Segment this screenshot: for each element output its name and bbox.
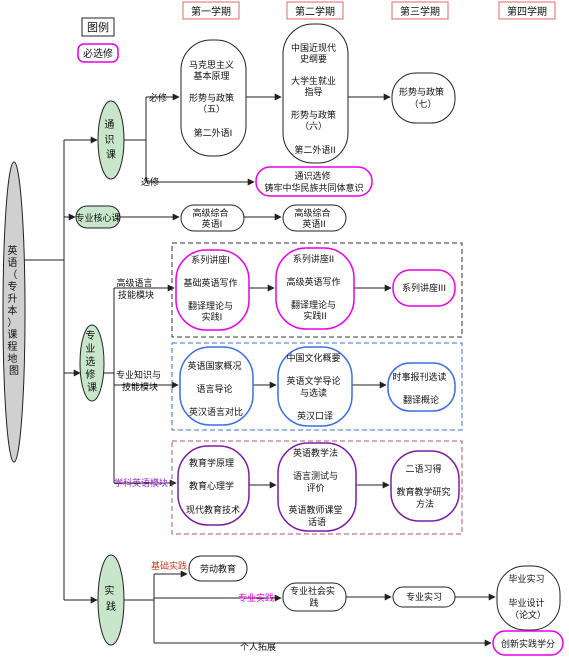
general-elective-node: 通识选修 铸牢中华民族共同体意识 (255, 166, 373, 197)
advanced-sem1-courses: 系列讲座I 基础英语写作 翻译理论与 实践I (184, 254, 241, 323)
legend-title: 图例 (87, 20, 109, 34)
core-sem2-node: 高级综合 英语II (282, 204, 347, 232)
connectors (24, 93, 496, 647)
general-elective-courses: 通识选修 铸牢中华民族共同体意识 (264, 170, 363, 194)
core-sem2-course: 高级综合 英语II (295, 207, 334, 230)
semester-4-label: 第四学期 (507, 5, 547, 18)
category-major-elective: 专 业 选 修 课 (79, 324, 105, 402)
pedagogy-sem2-courses: 英语教学法 语言测试与 评价 英语教师课堂 话语 (289, 447, 346, 528)
advanced-sem3-course: 系列讲座III (402, 282, 446, 294)
category-major-elective-label: 专 业 选 修 课 (85, 329, 98, 394)
category-major-core-label: 专业核心课 (75, 212, 120, 224)
advanced-sem1-node: 系列讲座I 基础英语写作 翻译理论与 实践I (175, 249, 250, 331)
branch-labels: 必修 选修 高级语言 技能模块 专业知识与 技能模块 学科英语模块 基础实践 专… (114, 92, 276, 653)
pedagogy-sem2-node: 英语教学法 语言测试与 评价 英语教师课堂 话语 (277, 442, 357, 532)
legend-required-elective: 必选修 (83, 47, 113, 60)
general-sem1-node: 马克思主义 基本原理 形势与政策 （五） 第二外语I (180, 39, 247, 157)
social-practice-node: 专业社会实 践 (282, 582, 347, 612)
graduation-node: 毕业实习 毕业设计 （论文） (496, 565, 561, 631)
category-practice: 实 践 (97, 554, 125, 646)
pedagogy-sem1-node: 教育学原理 教育心理学 现代教育技术 (177, 445, 250, 526)
branch-required: 必修 (149, 92, 167, 104)
knowledge-sem3-node: 时事报刊选读 翻译概论 (387, 362, 456, 412)
advanced-module-box (171, 242, 463, 338)
knowledge-sem2-node: 中国文化概要 英语文学导论 与选读 英汉口译 (277, 346, 353, 427)
branch-major-practice: 专业实践 (238, 592, 274, 604)
general-sem3-courses: 形势与政策 （七） (399, 86, 447, 110)
knowledge-sem1-node: 英语国家概况 语言导论 英汉语言对比 (179, 346, 254, 426)
legend-required-elective-box (77, 43, 119, 63)
semester-header-box (498, 1, 556, 20)
advanced-sem2-node: 系列讲座II 高级英语写作 翻译理论与 实践II (275, 247, 355, 330)
semester-3-label: 第三学期 (400, 5, 440, 18)
knowledge-sem1-courses: 英语国家概况 语言导论 英汉语言对比 (188, 360, 245, 418)
pedagogy-sem3-courses: 二语习得 教育教学研究 方法 (397, 463, 454, 510)
labor-education-node: 劳动教育 (188, 555, 248, 582)
root-node: 英 语 （ 专 升 本 ） 课 程 地 图 (2, 161, 26, 463)
semester-header-box (182, 1, 240, 20)
root-title: 英 语 （ 专 升 本 ） 课 程 地 图 (7, 244, 20, 377)
innovation-credit-node: 创新实践学分 (492, 630, 564, 656)
graduation-courses: 毕业实习 毕业设计 （论文） (509, 573, 548, 621)
branch-pedagogy-module: 学科英语模块 (114, 477, 168, 489)
advanced-sem2-courses: 系列讲座II 高级英语写作 翻译理论与 实践II (287, 253, 344, 322)
branch-basic-practice: 基础实践 (151, 560, 187, 572)
semester-1-label: 第一学期 (191, 5, 231, 18)
knowledge-sem2-courses: 中国文化概要 英语文学导论 与选读 英汉口译 (287, 352, 344, 422)
general-sem1-courses: 马克思主义 基本原理 形势与政策 （五） 第二外语I (189, 59, 237, 139)
branch-advanced-module: 高级语言 技能模块 (117, 277, 156, 301)
general-sem2-courses: 中国近现代 史纲要 大学生就业 指导 形势与政策 （六） 第二外语II (291, 42, 339, 156)
core-sem1-node: 高级综合 英语I (180, 204, 245, 232)
semester-header-box (286, 1, 344, 20)
category-general: 通 识 课 (97, 100, 125, 180)
semester-header-box (391, 1, 449, 20)
branch-knowledge-module: 专业知识与 技能模块 (116, 369, 164, 393)
category-practice-label: 实 践 (104, 584, 117, 613)
social-practice-label: 专业社会实 践 (290, 585, 338, 609)
category-general-label: 通 识 课 (104, 119, 117, 161)
labor-education-label: 劳动教育 (200, 563, 236, 575)
semester-2-label: 第二学期 (295, 5, 335, 18)
semester-headers: 第一学期 第二学期 第三学期 第四学期 (182, 1, 556, 20)
general-sem2-node: 中国近现代 史纲要 大学生就业 指导 形势与政策 （六） 第二外语II (282, 23, 349, 164)
category-major-core: 专业核心课 (75, 205, 121, 229)
pedagogy-module-box (171, 440, 463, 535)
pedagogy-sem3-node: 二语习得 教育教学研究 方法 (390, 450, 460, 522)
core-sem1-course: 高级综合 英语I (193, 207, 232, 230)
knowledge-module-box (171, 342, 463, 431)
legend-title-box (81, 17, 115, 37)
general-sem3-node: 形势与政策 （七） (391, 72, 456, 124)
internship-node: 专业实习 (392, 586, 456, 608)
knowledge-sem3-courses: 时事报刊选读 翻译概论 (393, 371, 450, 406)
branch-elective: 选修 (141, 176, 159, 188)
pedagogy-sem1-courses: 教育学原理 教育心理学 现代教育技术 (186, 457, 240, 516)
advanced-sem3-node: 系列讲座III (392, 269, 456, 307)
legend: 图例 必选修 (77, 17, 119, 63)
innovation-credit-label: 创新实践学分 (501, 638, 555, 650)
branch-personal: 个人拓展 (240, 641, 276, 653)
internship-label: 专业实习 (406, 591, 442, 603)
